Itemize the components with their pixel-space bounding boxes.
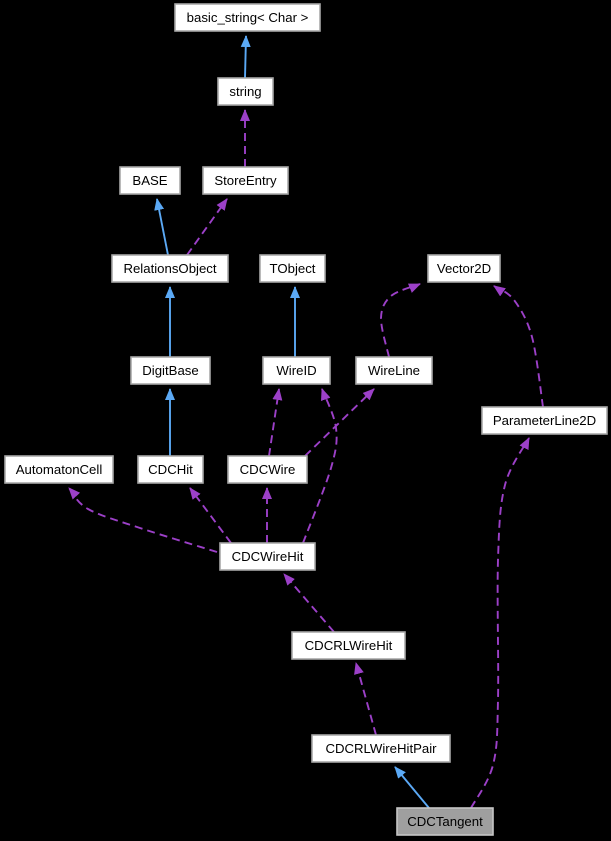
node-box[interactable] bbox=[119, 166, 181, 195]
node-label: string bbox=[229, 84, 261, 99]
node-box[interactable] bbox=[291, 631, 406, 660]
node-box[interactable] bbox=[227, 455, 308, 484]
node-ParameterLine2D[interactable]: ParameterLine2D bbox=[481, 406, 608, 435]
node-DigitBase[interactable]: DigitBase bbox=[130, 356, 211, 385]
node-CDCRLWireHitPair[interactable]: CDCRLWireHitPair bbox=[311, 734, 451, 763]
node-RelationsObject[interactable]: RelationsObject bbox=[111, 254, 229, 283]
node-CDCHit[interactable]: CDCHit bbox=[137, 455, 204, 484]
edge-layer bbox=[68, 35, 544, 809]
node-box[interactable] bbox=[355, 356, 433, 385]
node-box[interactable] bbox=[130, 356, 211, 385]
edge-CDCRLWireHitPair-to-CDCRLWireHit bbox=[354, 662, 377, 736]
node-WireID[interactable]: WireID bbox=[262, 356, 331, 385]
node-label: basic_string< Char > bbox=[187, 10, 309, 25]
edge-WireLine-to-Vector2D bbox=[380, 283, 421, 358]
node-label: ParameterLine2D bbox=[493, 413, 596, 428]
node-CDCWireHit[interactable]: CDCWireHit bbox=[219, 542, 316, 571]
node-TObject[interactable]: TObject bbox=[259, 254, 326, 283]
node-CDCWire[interactable]: CDCWire bbox=[227, 455, 308, 484]
edge-CDCTangent-to-CDCRLWireHitPair bbox=[394, 766, 430, 809]
edge-ParameterLine2D-to-Vector2D bbox=[493, 285, 544, 408]
node-label: WireLine bbox=[368, 363, 420, 378]
node-label: WireID bbox=[276, 363, 316, 378]
edge-RelationsObject-to-BASE bbox=[154, 198, 169, 256]
node-box[interactable] bbox=[174, 3, 321, 32]
node-label: DigitBase bbox=[142, 363, 198, 378]
edge-CDCWireHit-to-AutomatonCell bbox=[68, 487, 218, 553]
node-label: CDCHit bbox=[148, 462, 193, 477]
node-box[interactable] bbox=[427, 254, 501, 283]
node-box[interactable] bbox=[137, 455, 204, 484]
node-label: CDCTangent bbox=[407, 814, 483, 829]
node-box[interactable] bbox=[259, 254, 326, 283]
node-label: CDCWireHit bbox=[232, 549, 304, 564]
node-basic_string[interactable]: basic_string< Char > bbox=[174, 3, 321, 32]
node-StoreEntry[interactable]: StoreEntry bbox=[202, 166, 289, 195]
edge-string-to-basic_string bbox=[240, 35, 251, 79]
node-string[interactable]: string bbox=[217, 77, 274, 106]
edge-CDCWireHit-to-CDCHit bbox=[189, 487, 232, 544]
edge-CDCWire-to-WireLine bbox=[304, 388, 375, 457]
node-AutomatonCell[interactable]: AutomatonCell bbox=[4, 455, 114, 484]
node-BASE[interactable]: BASE bbox=[119, 166, 181, 195]
node-box[interactable] bbox=[262, 356, 331, 385]
node-label: RelationsObject bbox=[123, 261, 216, 276]
edge-CDCWireHit-to-WireID bbox=[302, 388, 338, 544]
node-box[interactable] bbox=[217, 77, 274, 106]
node-label: StoreEntry bbox=[214, 173, 277, 188]
node-label: AutomatonCell bbox=[16, 462, 103, 477]
node-WireLine[interactable]: WireLine bbox=[355, 356, 433, 385]
node-Vector2D[interactable]: Vector2D bbox=[427, 254, 501, 283]
node-box[interactable] bbox=[202, 166, 289, 195]
edge-RelationsObject-to-StoreEntry bbox=[186, 198, 228, 256]
node-label: TObject bbox=[270, 261, 316, 276]
node-label: CDCWire bbox=[240, 462, 296, 477]
node-CDCTangent[interactable]: CDCTangent bbox=[396, 807, 494, 836]
node-box[interactable] bbox=[4, 455, 114, 484]
node-label: CDCRLWireHitPair bbox=[325, 741, 437, 756]
node-label: CDCRLWireHit bbox=[305, 638, 393, 653]
node-box[interactable] bbox=[111, 254, 229, 283]
node-CDCRLWireHit[interactable]: CDCRLWireHit bbox=[291, 631, 406, 660]
node-box[interactable] bbox=[396, 807, 494, 836]
edge-CDCTangent-to-ParameterLine2D bbox=[470, 437, 530, 809]
node-box[interactable] bbox=[481, 406, 608, 435]
node-label: BASE bbox=[132, 173, 167, 188]
node-label: Vector2D bbox=[437, 261, 491, 276]
node-box[interactable] bbox=[311, 734, 451, 763]
edge-CDCRLWireHit-to-CDCWireHit bbox=[283, 573, 335, 633]
node-box[interactable] bbox=[219, 542, 316, 571]
edge-CDCWire-to-WireID bbox=[268, 388, 283, 457]
